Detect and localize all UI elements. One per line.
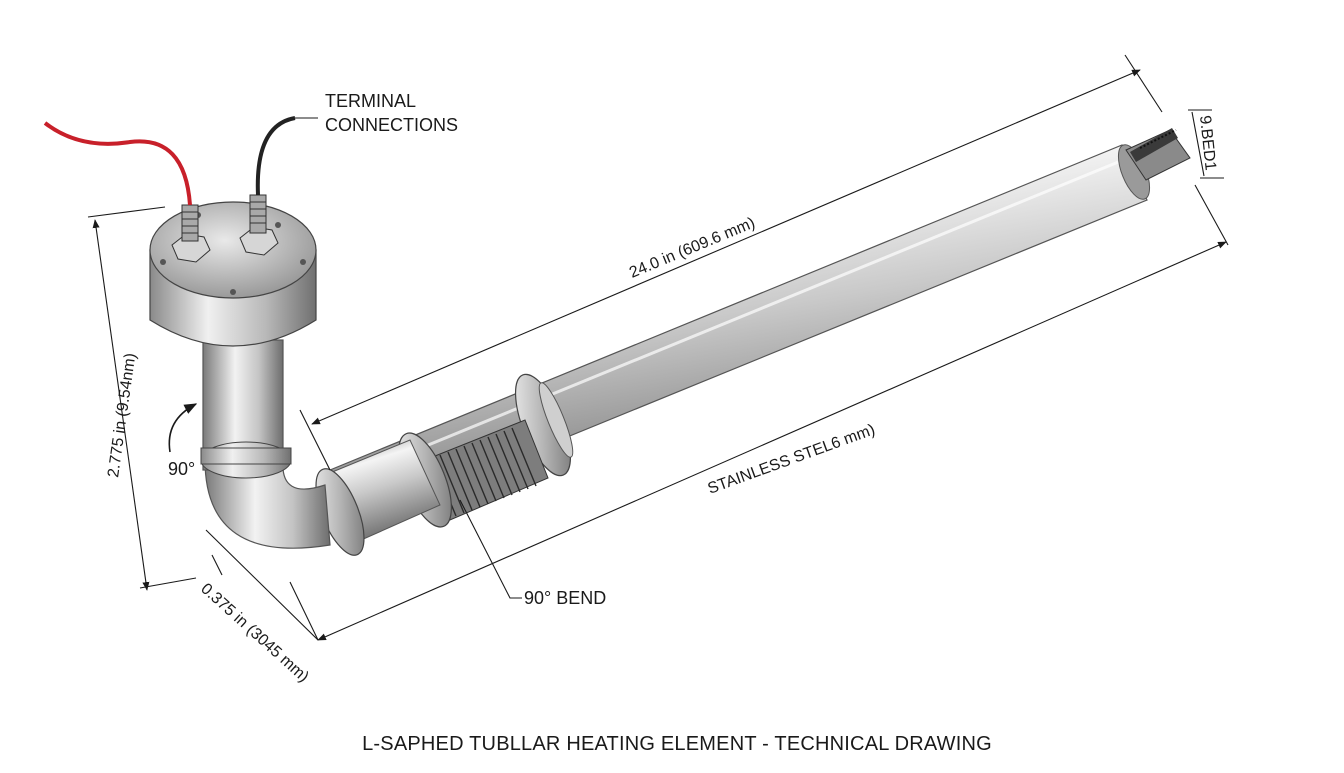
diameter-dimension-line <box>1191 111 1205 177</box>
bend-label: 90° BEND <box>524 588 606 608</box>
overall-extension-right <box>1194 184 1229 246</box>
base-extension-right <box>289 581 319 641</box>
bend-leader <box>459 499 522 599</box>
terminal-label-line2: CONNECTIONS <box>325 115 458 135</box>
red-lead-wire <box>43 121 192 206</box>
height-extension-bottom <box>139 577 197 589</box>
terminal-label-line1: TERMINAL <box>325 91 416 111</box>
drawing-caption: L-SAPHED TUBLLAR HEATING ELEMENT - TECHN… <box>362 733 992 755</box>
angle-label: 90° <box>168 459 195 479</box>
base-extension <box>205 529 319 641</box>
elbow-bend <box>204 459 331 549</box>
angle-arc <box>168 403 198 453</box>
base-extension-left <box>211 554 223 576</box>
terminal-stud-left <box>171 204 211 263</box>
height-dimension-line <box>92 219 150 591</box>
black-lead-wire <box>255 116 296 196</box>
length-extension-right <box>1124 54 1163 113</box>
height-extension-top <box>87 206 166 218</box>
terminal-head <box>149 201 317 347</box>
vertical-tube <box>200 339 292 479</box>
height-dimension-label: 2.775 in (9.54nm) <box>105 352 139 479</box>
length-extension-left <box>299 409 331 471</box>
diameter-dimension-label: 9.BED1 <box>1196 115 1219 172</box>
terminal-stud-right <box>239 194 279 256</box>
base-dimension-label: 0.375 in (3045 mm) <box>197 580 311 685</box>
length-dimension-label: 24.0 in (609.6 mm) <box>627 215 758 282</box>
overall-dimension-line <box>317 241 1227 641</box>
